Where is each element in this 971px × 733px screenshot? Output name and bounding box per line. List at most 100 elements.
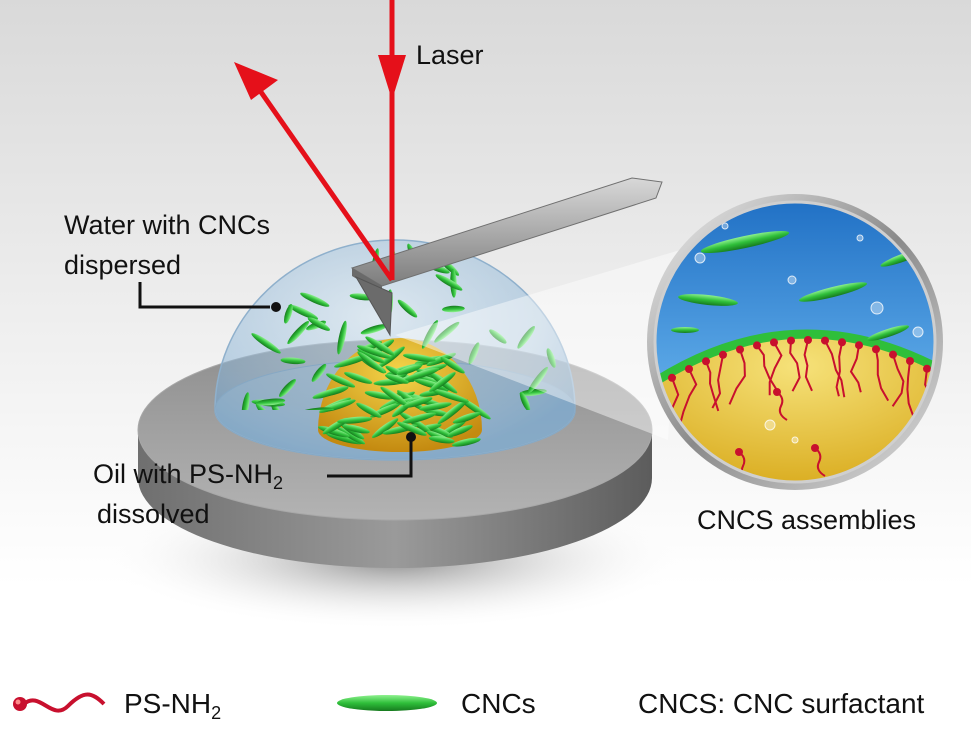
inset-cnc <box>799 282 867 302</box>
ps-nh2-chain <box>789 340 801 392</box>
cnc-particle <box>337 416 373 424</box>
ps-nh2-chain <box>891 354 905 407</box>
laser-reflected-arrowhead <box>234 62 278 100</box>
cnc-particle <box>300 407 334 410</box>
bubble <box>787 275 797 285</box>
cnc-particle <box>546 348 556 368</box>
legend-psnh2-text: PS-NH <box>124 688 212 719</box>
inset-caption: CNCS assemblies <box>697 505 917 535</box>
bubble <box>856 234 864 242</box>
cnc-particle <box>365 336 396 356</box>
ps-nh2-chain <box>776 391 788 421</box>
cnc-particle <box>468 342 480 365</box>
bubble <box>912 326 924 338</box>
inset-cnc <box>867 325 909 341</box>
cnc-particle <box>337 320 347 355</box>
cnc-particle <box>357 351 385 374</box>
ps-nh2-chain <box>728 349 746 405</box>
bubble <box>764 419 776 431</box>
cnc-particle <box>284 304 293 324</box>
oil-label-line1: Oil with PS-NH2 <box>93 459 283 498</box>
ps-nh2-chain <box>875 349 890 402</box>
cnc-particle <box>288 304 319 320</box>
cnc-particle <box>397 421 427 436</box>
cnc-particle <box>519 388 547 396</box>
ps-nh2-chain <box>678 368 698 426</box>
oil-label-subscript: 2 <box>273 473 284 493</box>
cnc-particle <box>429 372 456 392</box>
bubble <box>721 222 729 230</box>
cnc-particle <box>519 392 531 410</box>
laser-beams <box>234 0 406 282</box>
ps-nh2-chain <box>849 345 862 393</box>
bubble <box>870 301 884 315</box>
bubble <box>694 252 706 264</box>
cnc-particle <box>396 364 422 375</box>
ps-nh2-chain <box>814 447 826 477</box>
cnc-particle <box>440 356 465 374</box>
inset-bubbles <box>694 222 924 444</box>
cnc-particle <box>403 396 433 408</box>
cnc-particle <box>311 363 327 382</box>
cnc-particle <box>326 432 363 445</box>
ps-nh2-chain <box>756 344 780 394</box>
ps-nh2-chain <box>705 360 720 412</box>
cnc-particle <box>402 412 437 424</box>
laser-down-arrowhead <box>378 55 406 100</box>
legend-psnh2-label: PS-NH2 <box>124 688 221 724</box>
water-leader-dot <box>271 302 281 312</box>
cnc-particle <box>397 299 418 318</box>
cnc-particle <box>270 400 284 410</box>
legend-definition: CNCS: CNC surfactant <box>638 688 925 719</box>
bubble <box>791 436 799 444</box>
cnc-particle <box>342 424 370 434</box>
cnc-particle <box>251 333 281 354</box>
cnc-particle <box>432 389 469 403</box>
cnc-particle <box>517 325 536 349</box>
inset-magnified-view <box>647 194 943 490</box>
cnc-particle <box>385 374 409 384</box>
cnc-particle <box>280 357 306 365</box>
cnc-particle <box>364 391 395 400</box>
oil-surface-cncs <box>312 336 491 447</box>
water-label-line2: dispersed <box>64 250 182 280</box>
cnc-particle <box>255 398 286 406</box>
oil-label-line2: dissolved <box>97 499 210 529</box>
cnc-particle <box>360 324 389 335</box>
cnc-particle <box>344 371 373 384</box>
legend-cncs-label: CNCs <box>461 688 536 719</box>
oil-label-text: Oil with PS-NH <box>93 459 274 489</box>
legend-psnh2-subscript: 2 <box>211 703 222 723</box>
cnc-particle <box>402 353 436 362</box>
water-label-line1: Water with CNCs <box>64 210 271 240</box>
inset-ps-nh2-chains <box>665 336 932 481</box>
cnc-particle <box>356 345 392 359</box>
oil-leader-dot <box>406 432 416 442</box>
cnc-particle <box>312 387 345 399</box>
cnc-particle <box>452 412 481 424</box>
inset-cnc <box>700 230 790 254</box>
cnc-particle <box>337 426 366 445</box>
laser-label: Laser <box>416 40 484 70</box>
cnc-particle <box>318 425 350 438</box>
cnc-particle <box>356 402 382 418</box>
ps-nh2-chain <box>835 342 843 397</box>
legend-psnh2-symbol <box>13 692 106 713</box>
cnc-particle <box>357 348 385 364</box>
cnc-particle <box>437 399 468 425</box>
cnc-particle <box>419 402 452 411</box>
inset-cnc <box>671 327 699 333</box>
cnc-particle <box>435 274 463 291</box>
ps-nh2-chain <box>711 354 724 409</box>
cnc-particle <box>421 320 439 349</box>
cnc-particle <box>241 392 250 410</box>
cnc-particle <box>380 386 409 407</box>
cnc-particle <box>434 321 460 343</box>
cnc-particle <box>300 292 330 307</box>
cnc-particle <box>428 436 455 444</box>
afm-tip <box>354 275 393 337</box>
ps-nh2-chain <box>803 339 813 392</box>
cnc-particle <box>447 425 473 437</box>
cnc-particle <box>527 366 549 394</box>
